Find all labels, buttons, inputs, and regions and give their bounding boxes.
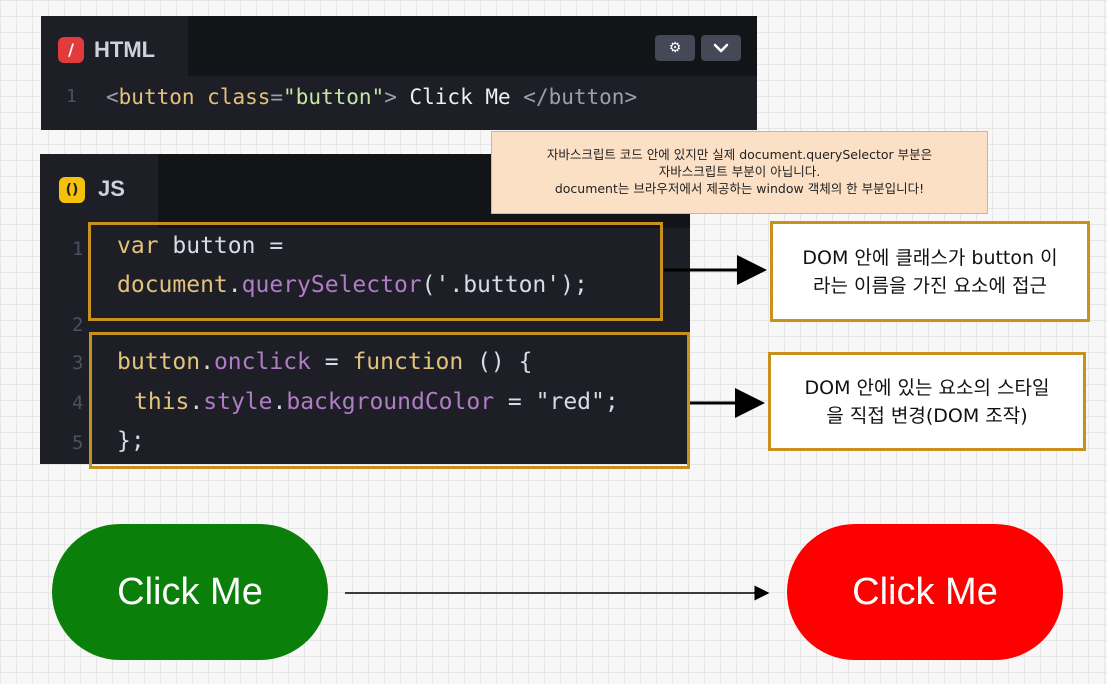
code-token: onclick [213, 349, 311, 375]
annotation-dom-manipulation: DOM 안에 있는 요소의 스타일 을 직접 변경(DOM 조작) [768, 352, 1086, 451]
js-code-line[interactable]: button.onclick = function () { [117, 349, 532, 375]
highlight-box-queryselector [88, 222, 663, 321]
js-tab[interactable]: () JS [40, 154, 158, 228]
code-token: querySelector [241, 272, 422, 298]
code-token: > [384, 85, 397, 109]
chevron-down-icon [713, 43, 729, 53]
code-token: = [494, 389, 536, 415]
annotation-dom-access: DOM 안에 클래스가 button 이 라는 이름을 가진 요소에 접근 [770, 221, 1090, 322]
code-token: function [352, 349, 464, 375]
html-code-line[interactable]: <button class="button"> Click Me </butto… [106, 85, 637, 109]
annotation-line: 을 직접 변경(DOM 조작) [826, 405, 1028, 427]
gear-icon: ⚙ [668, 40, 682, 56]
code-token: . [200, 349, 214, 375]
annotation-line: DOM 안에 클래스가 button 이 [802, 247, 1058, 269]
code-token: document [117, 272, 228, 298]
code-token: }; [117, 428, 145, 454]
code-token: . [272, 389, 287, 415]
code-token: = [270, 85, 284, 109]
code-token: backgroundColor [286, 389, 495, 415]
note-line: 자바스크립트 코드 안에 있지만 실제 document.querySelect… [546, 147, 933, 162]
line-number: 4 [72, 392, 84, 414]
js-code-line[interactable]: }; [117, 428, 145, 454]
click-me-button-after[interactable]: Click Me [787, 524, 1063, 660]
code-token: button [117, 349, 201, 375]
js-code-line[interactable]: this.style.backgroundColor = "red"; [134, 389, 619, 415]
settings-button[interactable]: ⚙ [655, 35, 695, 61]
html-editor-panel: / HTML ⚙ 1 <button class="button"> Click… [41, 16, 757, 130]
collapse-button[interactable] [701, 35, 741, 61]
code-token: </button> [523, 85, 638, 109]
html-tab-label: HTML [94, 37, 156, 62]
annotation-line: 라는 이름을 가진 요소에 접근 [813, 275, 1047, 297]
line-number: 1 [72, 238, 84, 260]
code-token: ('.button'); [421, 272, 588, 298]
code-token: "red"; [535, 389, 619, 415]
code-token: button = [158, 233, 284, 259]
line-number: 1 [66, 86, 77, 107]
code-token: style [203, 389, 273, 415]
js-icon: () [59, 177, 85, 203]
highlight-box-onclick [89, 332, 690, 469]
note-line: document는 브라우저에서 제공하는 window 객체의 한 부분입니다… [554, 181, 925, 196]
code-token: this [134, 389, 190, 415]
line-number: 2 [72, 314, 84, 336]
js-tab-label: JS [98, 176, 125, 201]
line-number: 5 [72, 432, 84, 454]
line-number: 3 [72, 352, 84, 374]
code-token: () { [463, 349, 533, 375]
code-token: class [207, 85, 271, 109]
click-me-button-before[interactable]: Click Me [52, 524, 328, 660]
code-token: Click Me [396, 85, 524, 109]
annotation-line: DOM 안에 있는 요소의 스타일 [804, 377, 1050, 399]
code-token: var [117, 233, 159, 259]
js-code-line[interactable]: document.querySelector('.button'); [117, 272, 588, 298]
code-token: . [189, 389, 204, 415]
code-token: = [310, 349, 353, 375]
explanation-note: 자바스크립트 코드 안에 있지만 실제 document.querySelect… [491, 131, 988, 214]
code-token: button [118, 85, 195, 109]
code-token: . [227, 272, 242, 298]
code-token: < [106, 85, 119, 109]
html-icon: / [58, 37, 84, 63]
note-line: 자바스크립트 부분이 아닙니다. [658, 164, 821, 179]
html-tab[interactable]: / HTML [41, 16, 188, 76]
js-code-line[interactable]: var button = [117, 233, 283, 259]
code-token: "button" [283, 85, 385, 109]
